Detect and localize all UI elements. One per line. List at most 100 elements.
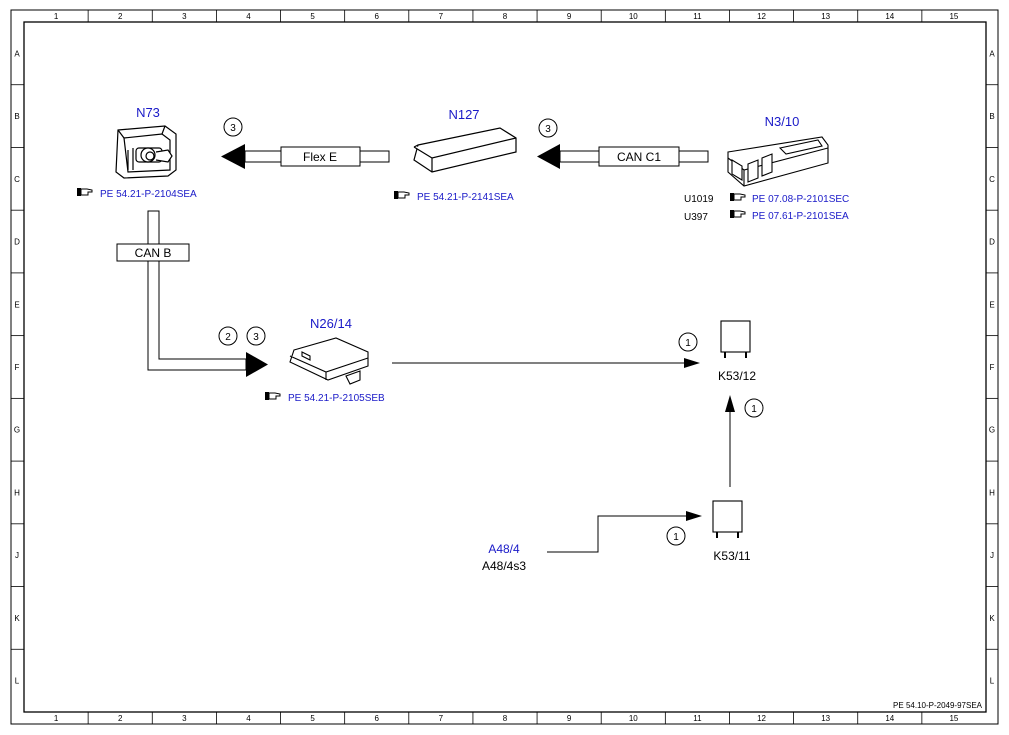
column-label-top: 12 <box>757 12 766 21</box>
row-label-right: G <box>989 426 995 435</box>
row-label-right: F <box>990 363 995 372</box>
column-label-bottom: 5 <box>310 714 315 723</box>
row-label-left: K <box>14 614 20 623</box>
marker-1-k53-12-below: 1 <box>744 398 764 418</box>
column-label-bottom: 15 <box>949 714 958 723</box>
n3-10-ref-text-1: PE 07.08-P-2101SEC <box>752 194 849 205</box>
row-label-left: C <box>14 175 20 184</box>
column-label-bottom: 1 <box>54 714 59 723</box>
marker-1-k53-12-left: 1 <box>678 332 698 352</box>
row-label-right: C <box>989 175 995 184</box>
k53-11-label: K53/11 <box>713 549 750 563</box>
column-label-top: 4 <box>246 12 251 21</box>
a48-4-label: A48/4 <box>488 542 520 556</box>
flex-e-bus-arrow: Flex E <box>221 144 390 169</box>
row-label-left: D <box>14 238 20 247</box>
row-label-left: H <box>14 488 20 497</box>
column-label-top: 9 <box>567 12 572 21</box>
row-label-right: H <box>989 488 995 497</box>
n26-14-module-icon <box>289 337 369 385</box>
flex-e-label-box <box>280 146 361 167</box>
pointing-hand-icon <box>265 392 281 400</box>
doc-reference: PE 54.10-P-2049-97SEA <box>893 701 983 710</box>
signal-line-n26-14-to-k53-12 <box>392 358 700 368</box>
column-label-top: 13 <box>821 12 830 21</box>
a48-4s3-label: A48/4s3 <box>482 559 526 573</box>
marker-2-can-b: 2 <box>218 326 238 346</box>
relay-k53-12-icon <box>720 320 751 358</box>
column-label-top: 10 <box>629 12 638 21</box>
row-label-right: L <box>990 677 995 686</box>
n3-10-code-1: U1019 <box>684 194 714 205</box>
n73-label: N73 <box>136 105 160 120</box>
column-label-bottom: 13 <box>821 714 830 723</box>
column-label-top: 11 <box>693 12 702 21</box>
n26-14-reference: PE 54.21-P-2105SEB <box>265 392 385 404</box>
relay-k53-11-icon <box>712 500 743 538</box>
n73-ref-text: PE 54.21-P-2104SEA <box>100 189 197 200</box>
column-label-top: 5 <box>310 12 315 21</box>
svg-text:3: 3 <box>253 332 259 343</box>
column-label-top: 8 <box>503 12 508 21</box>
column-label-top: 6 <box>375 12 380 21</box>
can-c1-bus-arrow: CAN C1 <box>537 144 709 169</box>
column-label-bottom: 14 <box>885 714 894 723</box>
marker-3-can-b: 3 <box>246 326 266 346</box>
row-label-right: B <box>989 112 994 121</box>
column-label-top: 3 <box>182 12 187 21</box>
svg-text:1: 1 <box>685 338 691 349</box>
n3-10-ref-text-2: PE 07.61-P-2101SEA <box>752 211 849 222</box>
ecu-module-icon <box>727 136 829 187</box>
n3-10-references: U1019 PE 07.08-P-2101SEC U397 PE 07.61-P… <box>684 193 849 223</box>
column-label-top: 7 <box>439 12 444 21</box>
n127-module-icon <box>413 127 517 173</box>
pointing-hand-icon <box>730 210 746 218</box>
column-label-bottom: 2 <box>118 714 123 723</box>
outer-frame <box>10 9 999 725</box>
can-b-bus-arrow: CAN B <box>116 210 268 377</box>
row-label-right: K <box>989 614 995 623</box>
svg-text:3: 3 <box>545 124 551 135</box>
row-label-left: L <box>15 677 20 686</box>
column-label-bottom: 7 <box>439 714 444 723</box>
can-c1-label-box <box>598 146 680 167</box>
row-label-right: E <box>989 300 994 309</box>
pointing-hand-icon <box>730 193 746 201</box>
row-label-left: F <box>15 363 20 372</box>
row-label-right: D <box>989 238 995 247</box>
row-label-left: J <box>15 551 19 560</box>
row-label-right: A <box>989 49 995 58</box>
column-label-bottom: 12 <box>757 714 766 723</box>
n127-label: N127 <box>448 107 479 122</box>
column-label-bottom: 3 <box>182 714 187 723</box>
column-label-bottom: 4 <box>246 714 251 723</box>
marker-1-k53-11: 1 <box>666 526 686 546</box>
ignition-switch-icon <box>115 125 177 179</box>
column-label-bottom: 8 <box>503 714 508 723</box>
row-label-left: G <box>14 426 20 435</box>
row-label-left: B <box>14 112 19 121</box>
svg-text:1: 1 <box>751 404 757 415</box>
frame-grid: 1122334455667788991010111112121313141415… <box>11 10 998 724</box>
can-c1-label: CAN C1 <box>617 150 661 164</box>
pointing-hand-icon <box>77 188 93 196</box>
column-label-bottom: 10 <box>629 714 638 723</box>
svg-text:2: 2 <box>225 332 231 343</box>
signal-line-a48-4-to-k53-11 <box>547 511 702 553</box>
row-label-right: J <box>990 551 994 560</box>
inner-frame <box>23 21 987 713</box>
flex-e-label: Flex E <box>303 150 337 164</box>
column-label-top: 1 <box>54 12 59 21</box>
marker-3-can-c1: 3 <box>538 118 558 138</box>
column-label-top: 14 <box>885 12 894 21</box>
row-label-left: E <box>14 300 19 309</box>
can-b-label: CAN B <box>135 246 172 260</box>
marker-3-flex-e: 3 <box>223 117 243 137</box>
column-label-bottom: 11 <box>693 714 702 723</box>
row-label-left: A <box>14 49 20 58</box>
svg-text:3: 3 <box>230 123 236 134</box>
svg-text:1: 1 <box>673 532 679 543</box>
pointing-hand-icon <box>394 191 410 199</box>
n3-10-code-2: U397 <box>684 212 708 223</box>
